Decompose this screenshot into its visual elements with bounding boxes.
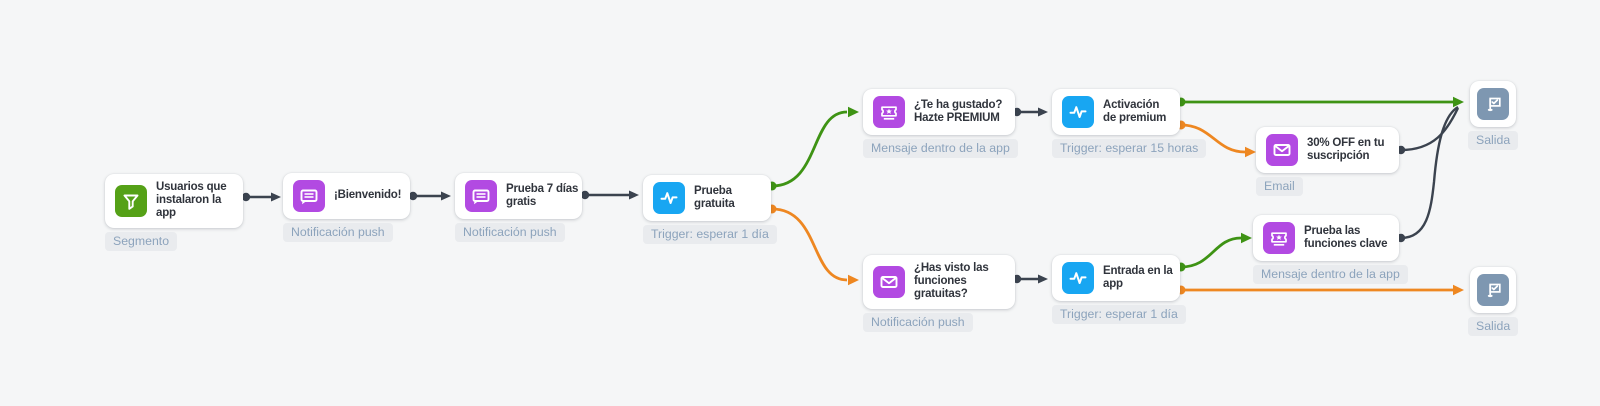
pulse-icon	[1062, 262, 1094, 294]
node-tag-entrada-app: Trigger: esperar 1 día	[1052, 305, 1186, 325]
arrowhead-into-salida-inferior	[1453, 284, 1464, 296]
node-title: Entrada en la app	[1103, 264, 1173, 290]
node-title: Prueba 7 días gratis	[506, 182, 579, 208]
node-te-ha-gustado: ¿Te ha gustado? Hazte PREMIUM Mensaje de…	[863, 89, 1018, 159]
ticket-icon	[873, 96, 905, 128]
node-entrada-app: Entrada en la app Trigger: esperar 1 día	[1052, 255, 1186, 325]
node-tag-prueba-funciones: Mensaje dentro de la app	[1253, 265, 1408, 285]
email-icon	[873, 265, 905, 298]
node-card-entrada-app[interactable]: Entrada en la app	[1052, 255, 1180, 301]
output-port-segmento[interactable]	[241, 192, 251, 202]
node-has-visto: ¿Has visto las funciones gratuitas? Noti…	[863, 255, 1015, 332]
node-card-te-ha-gustado[interactable]: ¿Te ha gustado? Hazte PREMIUM	[863, 89, 1015, 135]
node-tag-activacion-premium: Trigger: esperar 15 horas	[1052, 139, 1207, 159]
node-title: Usuarios que instalaron la app	[156, 181, 227, 220]
node-card-salida-inferior[interactable]	[1470, 267, 1517, 313]
arrowhead-into-tehagustado	[848, 106, 859, 118]
node-tag-30-off: Email	[1256, 177, 1303, 197]
node-prueba-7-dias: Prueba 7 días gratis Notificación push	[455, 173, 582, 243]
node-tag-prueba-7-dias: Notificación push	[455, 223, 565, 243]
edge-30off-to-salida-superior	[1400, 107, 1460, 152]
node-activacion-premium: Activación de premium Trigger: esperar 1…	[1052, 89, 1207, 159]
output-port-bienvenido[interactable]	[408, 191, 418, 201]
flag-icon	[1477, 88, 1510, 120]
node-card-prueba-gratuita[interactable]: Prueba gratuita	[643, 175, 771, 221]
node-30-off: 30% OFF en tu suscripción Email	[1256, 127, 1399, 197]
node-card-salida-superior[interactable]	[1470, 81, 1517, 127]
node-title: Prueba gratuita	[694, 184, 735, 210]
arrowhead-into-30off	[1245, 146, 1256, 158]
node-prueba-gratuita: Prueba gratuita Trigger: esperar 1 día	[643, 175, 777, 245]
arrowhead-into-pruebafunciones	[1241, 232, 1252, 244]
node-tag-bienvenido: Notificación push	[283, 223, 393, 243]
node-prueba-funciones: Prueba las funciones clave Mensaje dentr…	[1253, 215, 1408, 285]
node-tag-te-ha-gustado: Mensaje dentro de la app	[863, 139, 1018, 159]
node-card-segmento[interactable]: Usuarios que instalaron la app	[105, 174, 243, 228]
edge-entrada-yes	[1180, 236, 1242, 269]
arrowhead-into-activacion	[1038, 107, 1048, 117]
node-title: ¿Te ha gustado? Hazte PREMIUM	[914, 98, 1003, 124]
node-tag-salida-inferior: Salida	[1468, 317, 1519, 337]
node-card-prueba-7-dias[interactable]: Prueba 7 días gratis	[455, 173, 582, 219]
node-tag-prueba-gratuita: Trigger: esperar 1 día	[643, 225, 777, 245]
node-card-activacion-premium[interactable]: Activación de premium	[1052, 89, 1180, 135]
node-tag-has-visto: Notificación push	[863, 312, 973, 332]
flag-icon	[1477, 274, 1510, 306]
email-icon	[1266, 134, 1298, 166]
arrowhead-into-bienvenido	[271, 192, 281, 202]
arrowhead-into-entrada	[1038, 274, 1048, 284]
pulse-icon	[653, 182, 685, 214]
chat-icon	[465, 180, 497, 212]
output-port-prueba7[interactable]	[580, 190, 590, 200]
pulse-icon	[1062, 96, 1094, 128]
arrowhead-into-salida-superior	[1453, 96, 1464, 108]
filter-icon	[115, 184, 147, 217]
node-title: 30% OFF en tu suscripción	[1307, 136, 1385, 162]
node-title: ¡Bienvenido!	[334, 189, 402, 202]
node-title: ¿Has visto las funciones gratuitas?	[914, 262, 989, 301]
node-tag-segmento: Segmento	[105, 231, 178, 251]
node-salida-superior: Salida	[1468, 81, 1519, 151]
node-card-prueba-funciones[interactable]: Prueba las funciones clave	[1253, 215, 1399, 261]
node-title: Prueba las funciones clave	[1304, 224, 1388, 250]
node-salida-inferior: Salida	[1468, 267, 1519, 337]
node-tag-salida-superior: Salida	[1468, 131, 1519, 151]
chat-icon	[293, 180, 325, 212]
node-bienvenido: ¡Bienvenido! Notificación push	[283, 173, 410, 243]
arrowhead-into-prueba7	[441, 191, 451, 201]
arrowhead-into-pruebagratuita	[629, 190, 639, 200]
node-title: Activación de premium	[1103, 98, 1167, 124]
edge-pruebagratuita-no	[771, 207, 848, 282]
node-card-has-visto[interactable]: ¿Has visto las funciones gratuitas?	[863, 255, 1015, 309]
edge-pruebafunciones-to-salida-superior	[1400, 105, 1459, 240]
edge-pruebagratuita-yes	[771, 110, 848, 188]
node-card-30-off[interactable]: 30% OFF en tu suscripción	[1256, 127, 1399, 173]
node-card-bienvenido[interactable]: ¡Bienvenido!	[283, 173, 410, 219]
arrowhead-into-hasvisto	[848, 274, 859, 286]
ticket-icon	[1263, 222, 1295, 254]
node-segmento: Usuarios que instalaron la app Segmento	[105, 174, 243, 251]
